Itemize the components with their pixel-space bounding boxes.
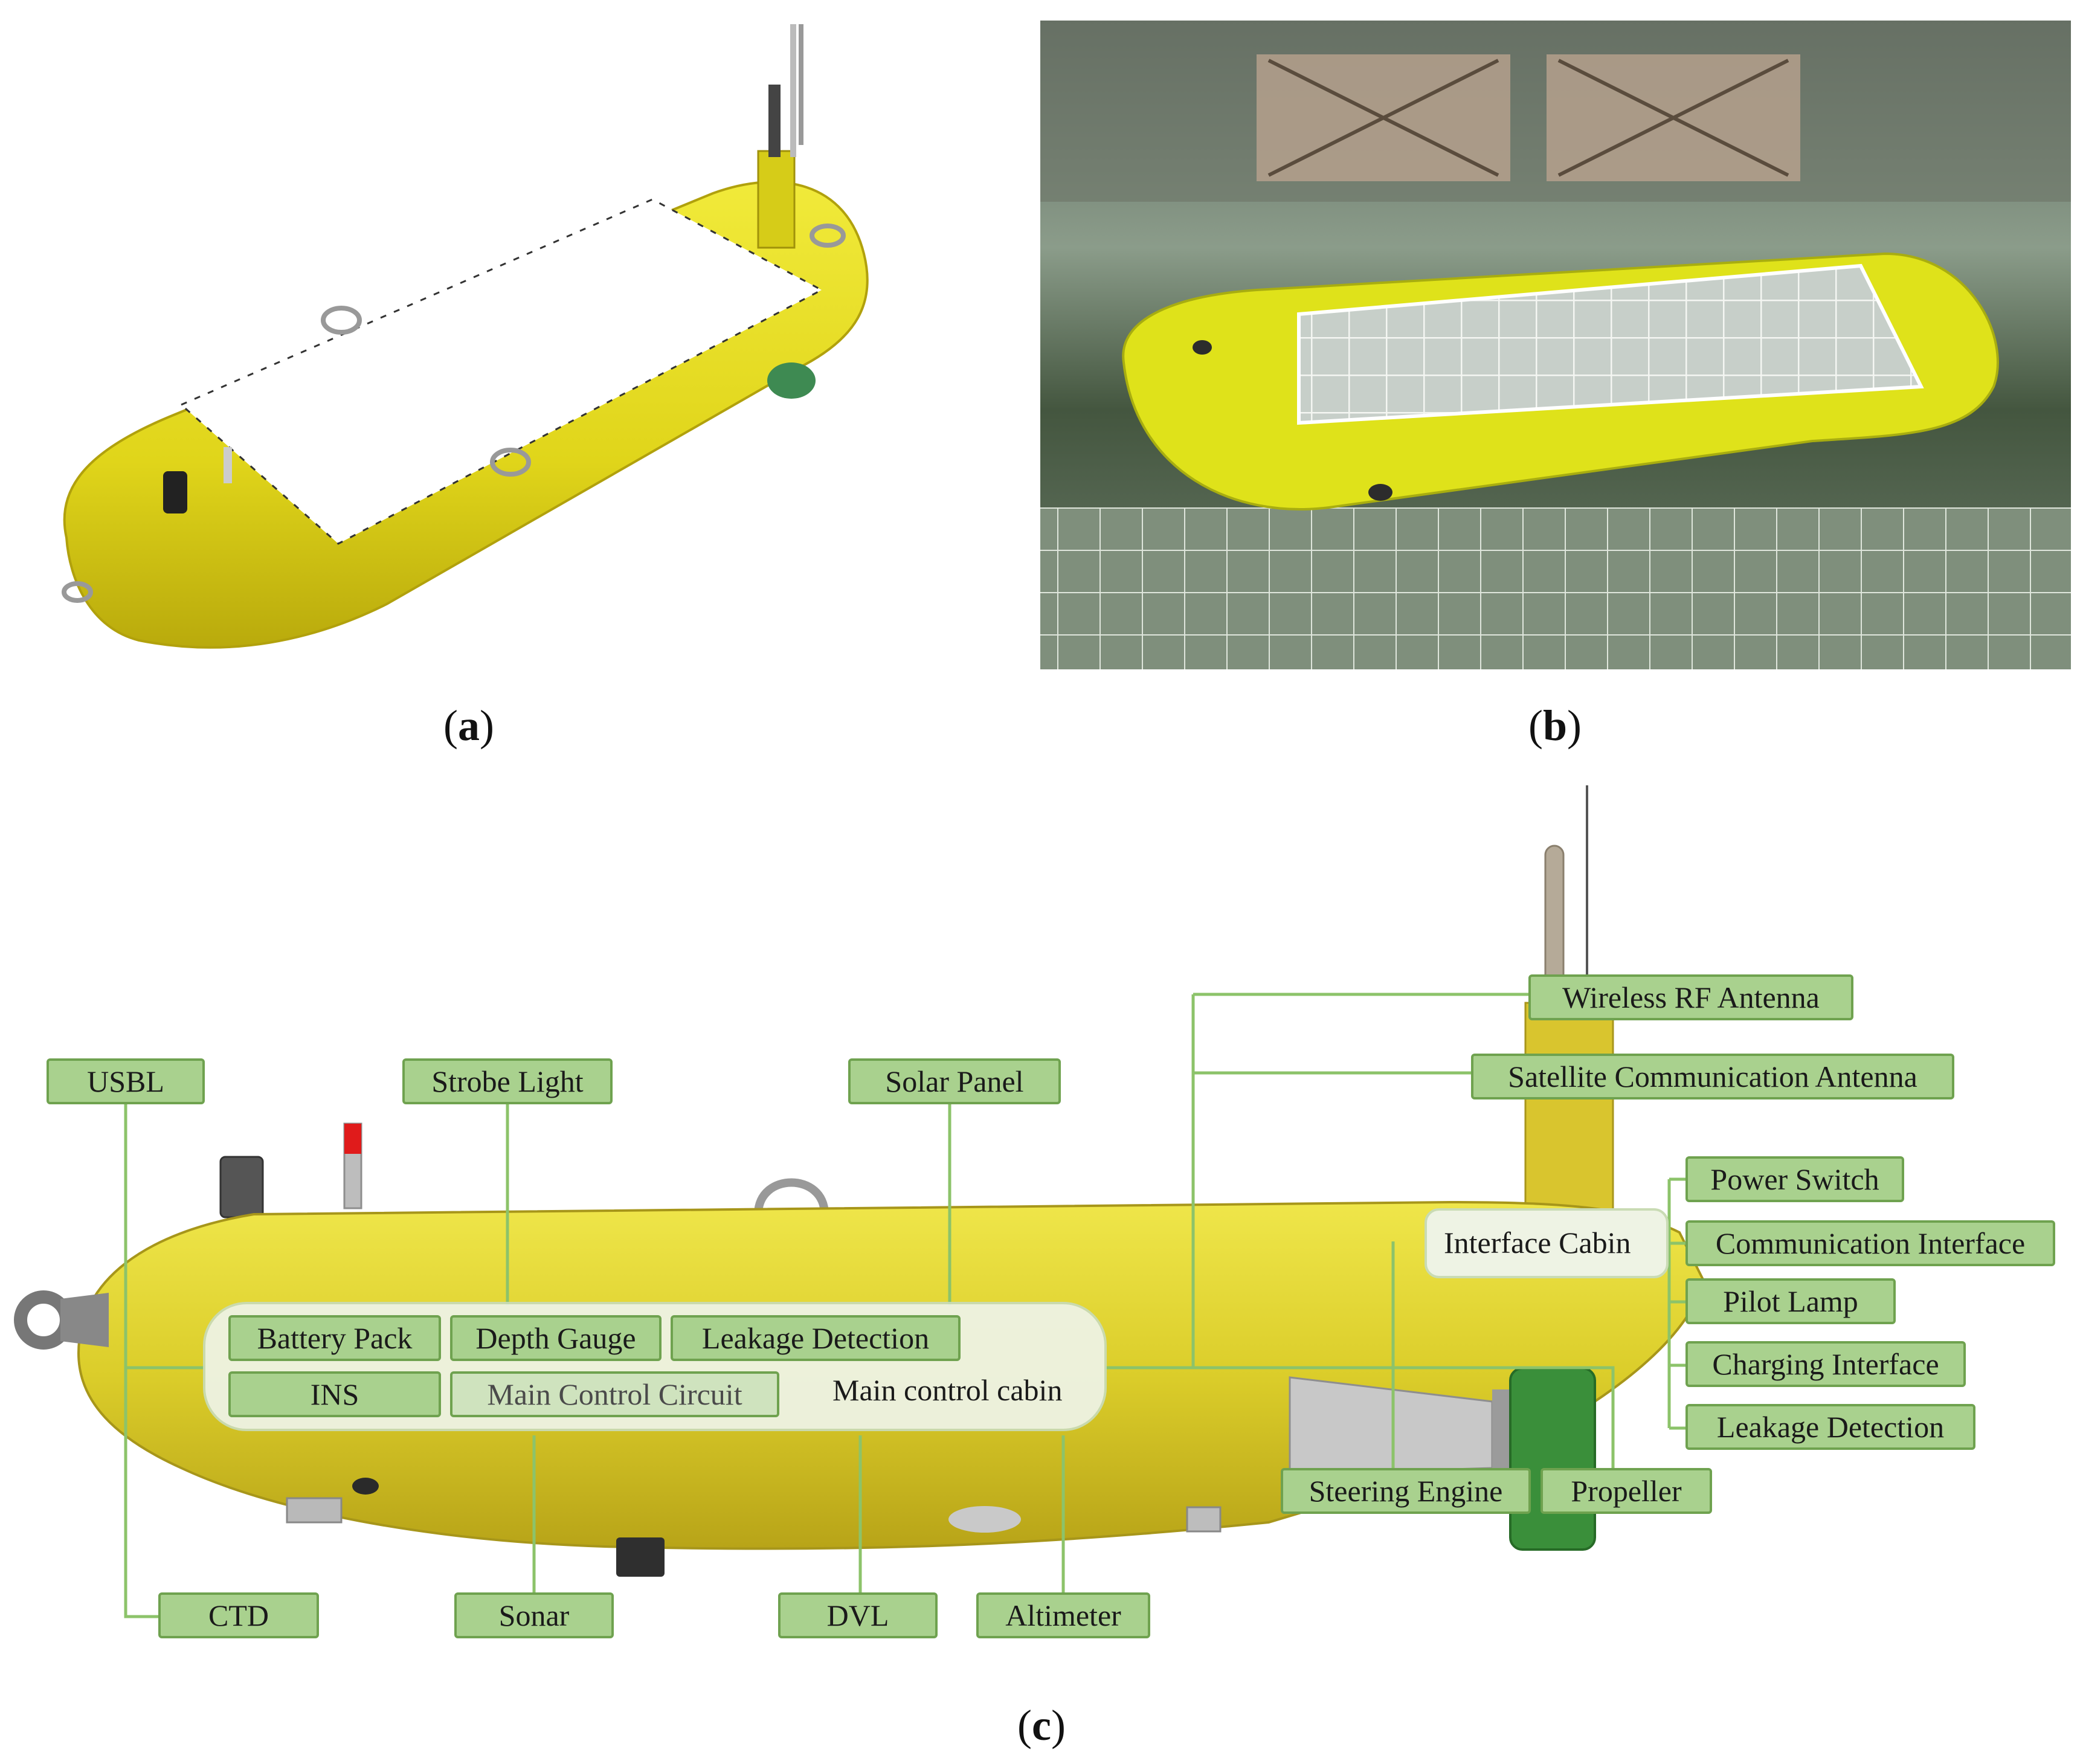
label-satellite-antenna: Satellite Communication Antenna (1471, 1054, 1954, 1099)
leader-lines (124, 993, 1687, 1618)
label-dvl: DVL (778, 1592, 938, 1638)
vehicle-3d-model (62, 24, 869, 649)
panel-b-photo (1040, 21, 2071, 669)
label-wireless-rf-antenna: Wireless RF Antenna (1528, 974, 1853, 1020)
interface-cabin-outline (1425, 1208, 1669, 1278)
label-sonar: Sonar (454, 1592, 614, 1638)
label-ins: INS (228, 1371, 441, 1417)
label-solar-panel: Solar Panel (848, 1058, 1061, 1104)
label-leakage-detection-main: Leakage Detection (671, 1315, 961, 1361)
label-usbl: USBL (47, 1058, 205, 1104)
label-pilot-lamp: Pilot Lamp (1685, 1278, 1896, 1324)
label-charging-interface: Charging Interface (1685, 1341, 1966, 1387)
caption-a: (a) (443, 701, 494, 750)
label-interface-cabin: Interface Cabin (1444, 1226, 1631, 1260)
label-leakage-detection-right: Leakage Detection (1685, 1404, 1975, 1450)
label-altimeter: Altimeter (976, 1592, 1150, 1638)
caption-b: (b) (1528, 701, 1582, 750)
label-power-switch: Power Switch (1685, 1156, 1904, 1202)
label-communication-interface: Communication Interface (1685, 1220, 2055, 1266)
label-ctd: CTD (158, 1592, 319, 1638)
label-propeller: Propeller (1541, 1468, 1712, 1514)
label-strobe-light: Strobe Light (402, 1058, 613, 1104)
label-main-control-circuit: Main Control Circuit (450, 1371, 779, 1417)
label-steering-engine: Steering Engine (1281, 1468, 1531, 1514)
label-battery-pack: Battery Pack (228, 1315, 441, 1361)
caption-c: (c) (1017, 1701, 1066, 1750)
vehicle-side-view (14, 785, 1705, 1577)
label-main-control-cabin: Main control cabin (832, 1373, 1063, 1407)
label-depth-gauge: Depth Gauge (450, 1315, 662, 1361)
